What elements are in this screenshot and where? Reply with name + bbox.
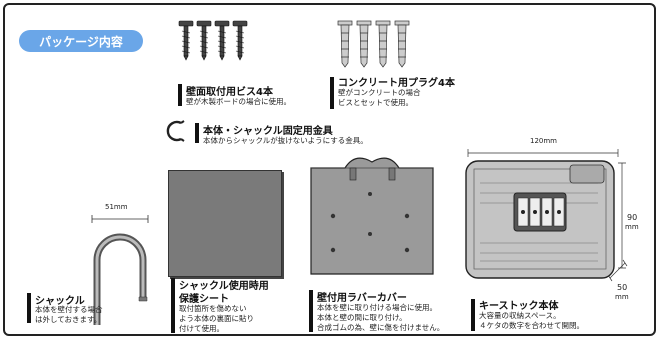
key-stock-title: キーストック本体 xyxy=(479,301,559,312)
wall-screws-desc: 壁が木製ボードの場合に使用。 xyxy=(186,97,291,106)
label-marker xyxy=(330,77,334,109)
protect-sheet-illustration xyxy=(168,170,282,277)
label-marker xyxy=(309,290,313,332)
shackle-title: シャックル xyxy=(35,296,85,307)
concrete-plugs-desc: 壁がコンクリートの場合 ビスとセットで使用。 xyxy=(338,88,421,107)
label-marker xyxy=(171,278,175,333)
rubber-cover-desc: 本体を壁に取り付ける場合に使用。 本体と壁の間に取り付け。 合成ゴムの為、壁に傷… xyxy=(317,303,445,332)
key-stock-height-value: 90 xyxy=(627,213,638,222)
protect-sheet-title-1: シャックル使用時用 xyxy=(179,281,269,292)
protect-sheet-title-2: 保護シート xyxy=(179,294,229,305)
concrete-plugs-illustration xyxy=(337,20,410,68)
bracket-desc: 本体からシャックルが抜けないようにする金具。 xyxy=(203,136,368,145)
protect-sheet-desc: 取付箇所を傷めない よう本体の裏面に貼り 付けて使用。 xyxy=(179,304,254,333)
label-marker xyxy=(27,293,31,323)
rubber-cover-title: 壁付用ラバーカバー xyxy=(317,293,407,304)
bracket-illustration xyxy=(166,120,185,142)
shackle-illustration xyxy=(91,215,149,325)
section-title-badge: パッケージ内容 xyxy=(19,30,143,52)
key-stock-height-unit: mm xyxy=(625,223,639,231)
label-marker xyxy=(471,299,475,331)
shackle-width: 51mm xyxy=(105,203,128,211)
key-stock-depth-value: 50 xyxy=(617,283,628,292)
section-title: パッケージ内容 xyxy=(39,35,123,49)
key-stock-width: 120mm xyxy=(530,137,557,145)
concrete-plugs-title: コンクリート用プラグ4本 xyxy=(338,78,455,89)
label-marker xyxy=(178,84,182,106)
key-stock-illustration xyxy=(465,149,628,282)
label-marker xyxy=(195,123,199,143)
bracket-title: 本体・シャックル固定用金具 xyxy=(203,126,333,137)
shackle-desc: 本体を壁付する場合 は外しておきます。 xyxy=(35,305,103,324)
wall-screws-illustration xyxy=(178,20,248,61)
key-stock-desc: 大容量の収納スペース。 ４ケタの数字を合わせて開閉。 xyxy=(479,311,584,330)
rubber-cover-illustration xyxy=(310,157,434,275)
package-contents-panel: パッケージ内容 壁面取付用ビス4本 壁が木製ボードの場合に使用。 コンクリート用… xyxy=(3,3,656,336)
key-stock-depth-unit: mm xyxy=(615,293,629,301)
wall-screws-title: 壁面取付用ビス4本 xyxy=(186,87,273,98)
